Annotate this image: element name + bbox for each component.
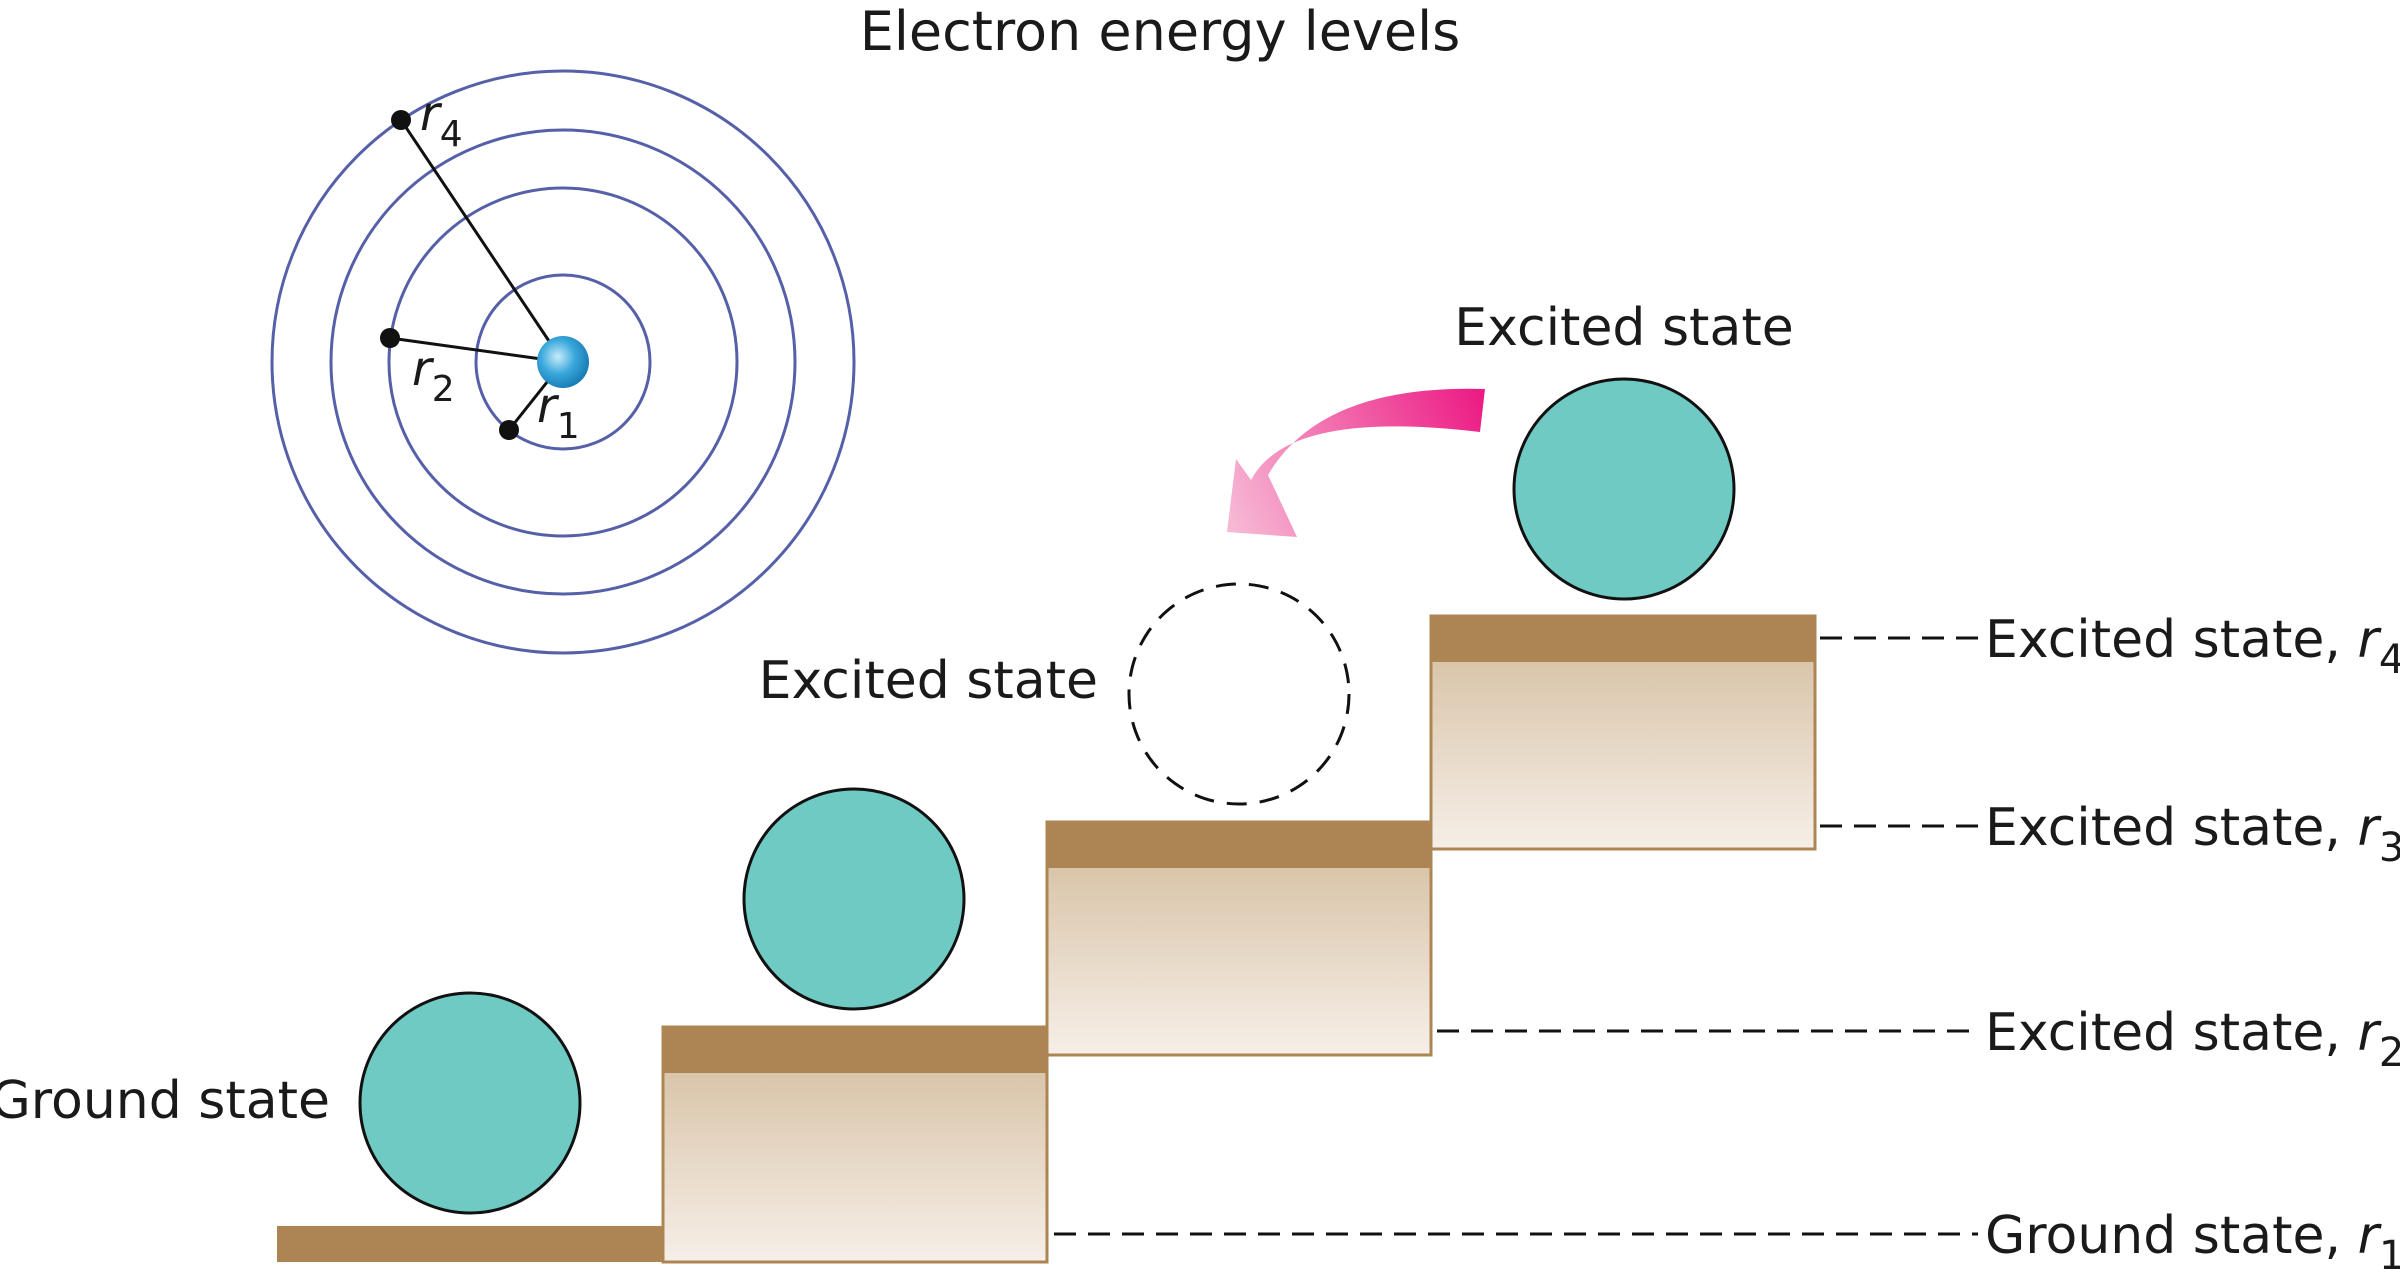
staircase — [277, 614, 1817, 1264]
ball-excited-top — [1512, 377, 1736, 601]
radius-line-r2 — [389, 336, 564, 364]
step-1-top — [663, 1027, 1047, 1073]
electron-dot-r1 — [499, 420, 519, 440]
radius-label-r4: r4 — [420, 86, 463, 155]
ball-ground-state — [358, 991, 582, 1215]
electron-dot-r2 — [380, 328, 400, 348]
ground-state-ball-label: Ground state — [0, 1071, 330, 1131]
transition-arrow — [1227, 388, 1485, 537]
level-label-r2: Excited state, r2 — [1985, 1003, 2400, 1076]
ground-floor — [277, 1226, 665, 1262]
radius-label-r1: r1 — [537, 378, 580, 447]
level-label-r4: Excited state, r4 — [1985, 610, 2400, 683]
radius-label-r2: r2 — [412, 341, 455, 410]
atom-diagram: r4 r2 r1 — [270, 69, 856, 655]
diagram-title: Electron energy levels — [860, 0, 1461, 63]
excited-state-top-label: Excited state — [1454, 298, 1793, 358]
level-label-r1: Ground state, r1 — [1985, 1206, 2400, 1279]
level-label-r3: Excited state, r3 — [1985, 798, 2400, 871]
ball-step-1 — [742, 787, 966, 1011]
ball-excited-dashed — [1127, 582, 1351, 806]
excited-state-dashed-label: Excited state — [759, 651, 1098, 711]
orbit-r4 — [270, 69, 856, 655]
orbit-r1 — [474, 273, 652, 451]
step-2-top — [1047, 822, 1431, 868]
radius-line-r4 — [399, 119, 565, 363]
electron-dot-r4 — [391, 110, 411, 130]
orbit-r3 — [329, 128, 797, 596]
step-3-top — [1431, 616, 1815, 662]
orbit-r2 — [387, 186, 739, 538]
nucleus — [537, 336, 589, 388]
